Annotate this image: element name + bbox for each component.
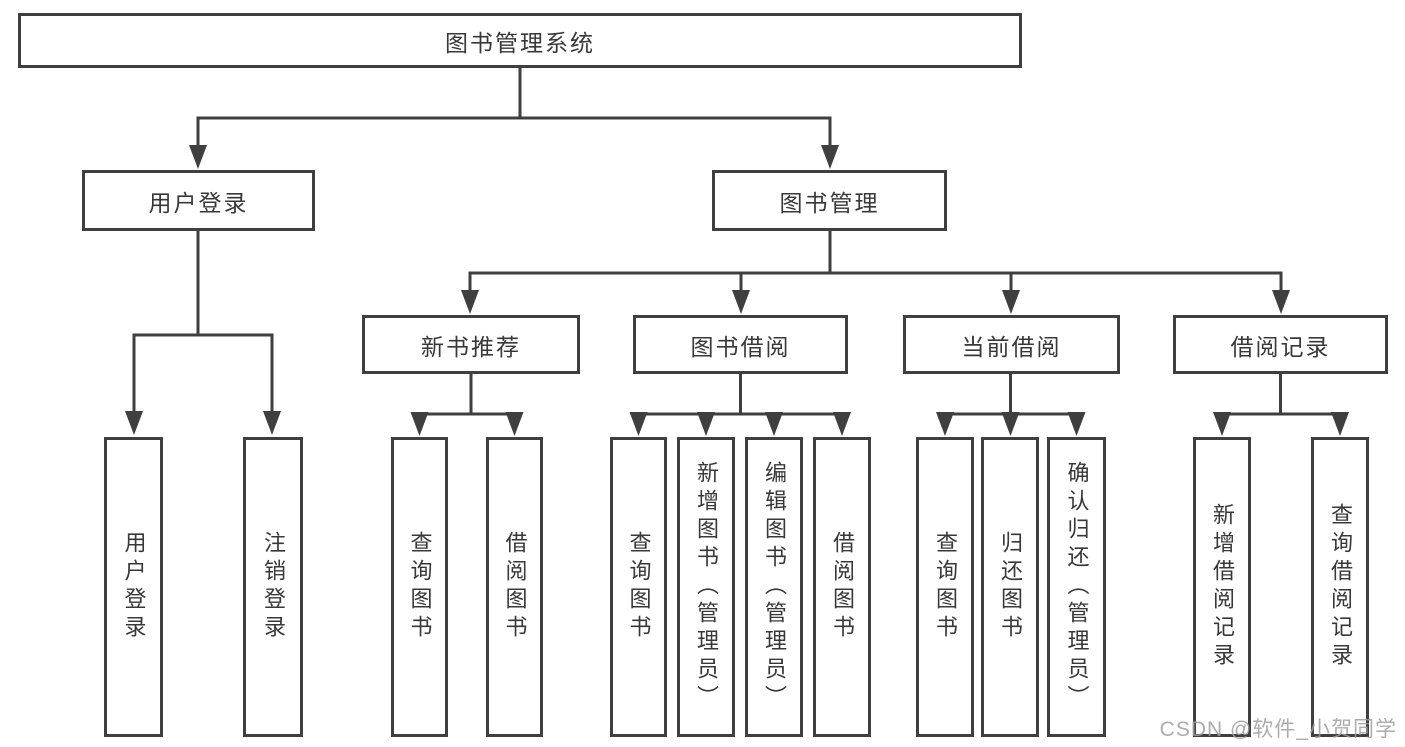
leaf-query-borrow-record: 查询借阅记录 [1311,437,1369,737]
leaf-edit-books-admin: 编辑图书（管理员） [745,437,803,737]
csdn-watermark: CSDN @软件_小贺同学 [1159,718,1397,741]
leaf-edit-books-admin-label: 编辑图书（管理员） [762,461,787,713]
leaf-return-books: 归还图书 [981,437,1039,737]
leaf-borrow-books-1: 借阅图书 [486,437,543,737]
node-root-label: 图书管理系统 [445,29,595,56]
node-new-book-recommend-label: 新书推荐 [421,333,521,360]
leaf-add-books-admin-label: 新增图书（管理员） [694,461,719,713]
leaf-borrow-books-1-label: 借阅图书 [502,531,528,643]
leaf-query-books-3-label: 查询图书 [933,531,958,643]
node-user-login: 用户登录 [82,170,315,231]
node-book-borrow-label: 图书借阅 [690,333,791,360]
node-current-borrow-label: 当前借阅 [961,333,1062,360]
leaf-query-borrow-record-label: 查询借阅记录 [1328,503,1353,671]
node-book-management: 图书管理 [712,170,947,231]
node-current-borrow: 当前借阅 [903,315,1120,374]
node-book-borrow: 图书借阅 [633,315,848,374]
leaf-query-books-3: 查询图书 [916,437,974,737]
leaf-query-books-1: 查询图书 [391,437,448,737]
leaf-confirm-return-admin-label: 确认归还（管理员） [1064,461,1090,713]
node-new-book-recommend: 新书推荐 [362,315,580,374]
leaf-confirm-return-admin: 确认归还（管理员） [1047,437,1106,737]
leaf-add-books-admin: 新增图书（管理员） [677,437,735,737]
node-root: 图书管理系统 [18,13,1022,68]
leaf-query-books-1-label: 查询图书 [407,531,433,643]
arrowheads [125,145,1349,436]
leaf-add-borrow-record: 新增借阅记录 [1193,437,1251,737]
leaf-borrow-books-2-label: 借阅图书 [830,531,855,643]
leaf-logout: 注销登录 [243,437,303,737]
leaf-user-login-label: 用户登录 [121,531,147,643]
leaf-return-books-label: 归还图书 [998,531,1023,643]
leaf-user-login: 用户登录 [104,437,163,737]
leaf-query-books-2-label: 查询图书 [626,531,652,643]
node-user-login-label: 用户登录 [148,189,249,216]
leaf-add-borrow-record-label: 新增借阅记录 [1210,503,1235,671]
node-book-management-label: 图书管理 [779,189,880,216]
leaf-logout-label: 注销登录 [261,531,286,643]
leaf-query-books-2: 查询图书 [610,437,667,737]
node-borrow-records: 借阅记录 [1173,315,1388,374]
node-borrow-records-label: 借阅记录 [1230,333,1331,360]
leaf-borrow-books-2: 借阅图书 [813,437,871,737]
